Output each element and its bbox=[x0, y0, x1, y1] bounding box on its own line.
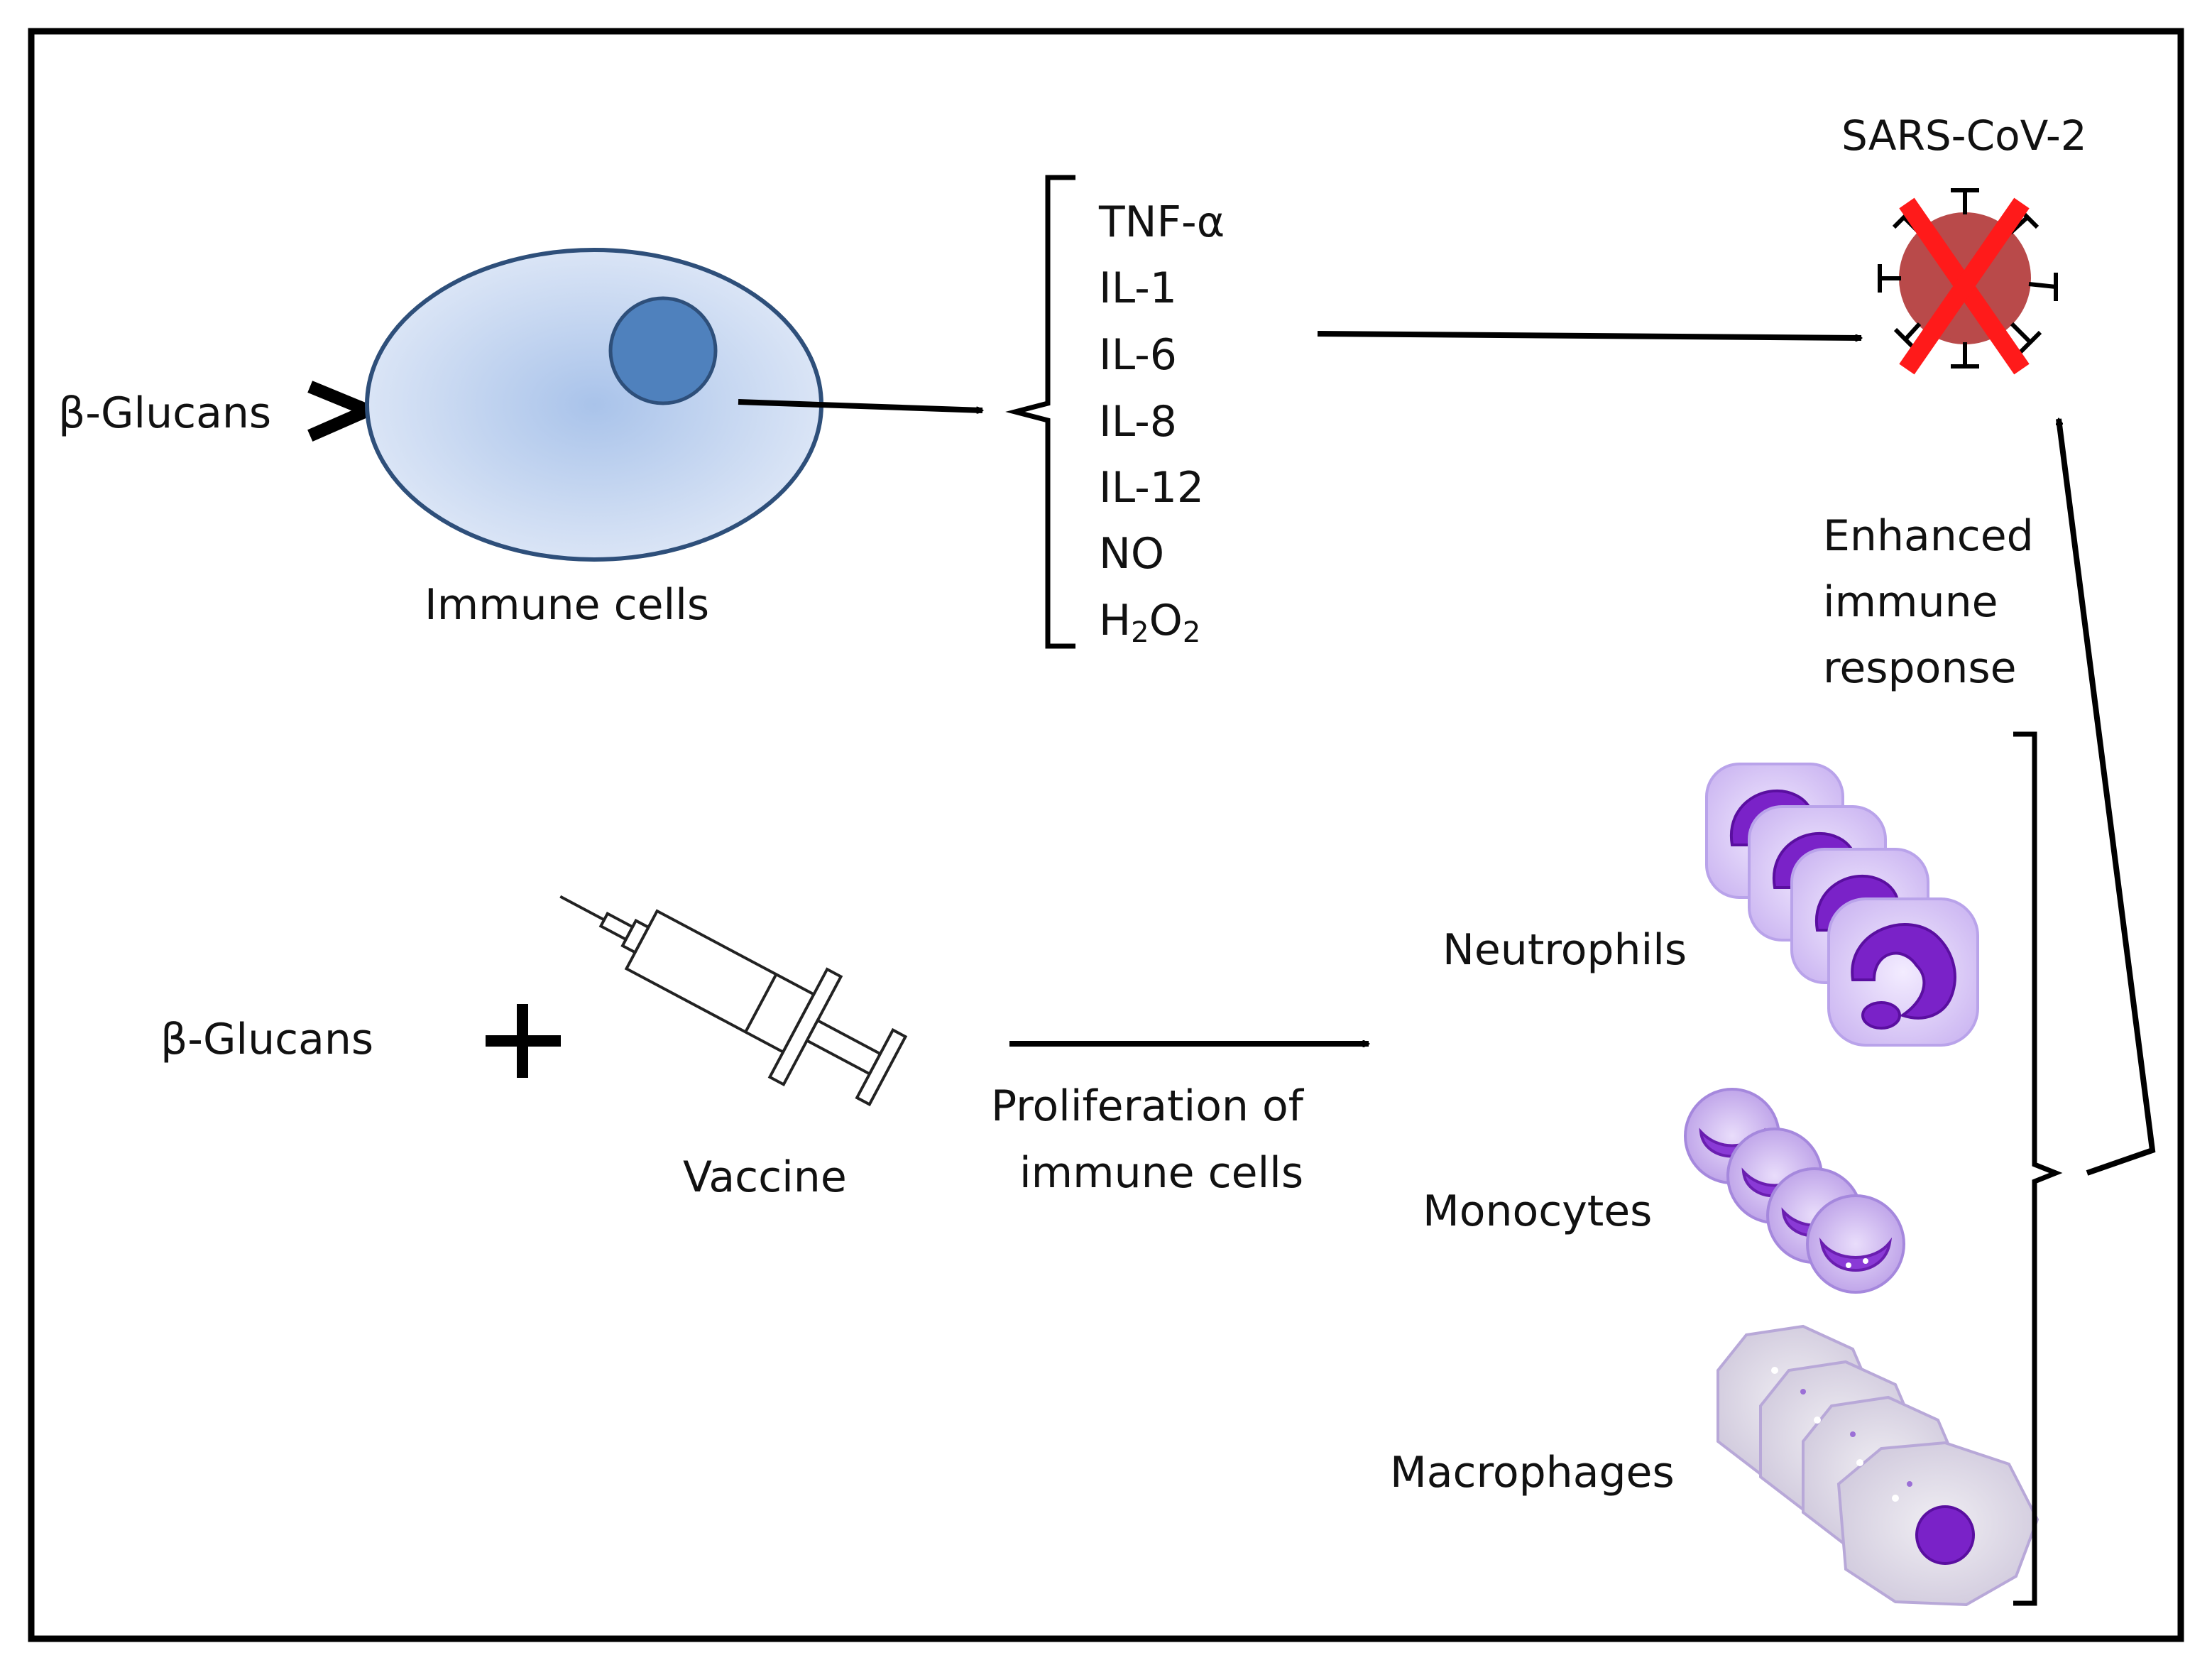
plus-icon bbox=[486, 1004, 561, 1078]
arrow-cytokines-to-virus bbox=[1317, 331, 1861, 338]
cytokine-il1: IL-1 bbox=[1099, 263, 1177, 313]
proliferation-label-line-2: immune cells bbox=[1019, 1148, 1304, 1198]
cytokine-no: NO bbox=[1099, 529, 1165, 579]
cytokine-h2o2: H2O2 bbox=[1099, 596, 1201, 649]
cross-icon bbox=[1899, 197, 2030, 375]
beta-glucans-label-bottom: β-Glucans bbox=[160, 1015, 374, 1064]
cytokine-il6: IL-6 bbox=[1099, 330, 1177, 380]
vaccine-label: Vaccine bbox=[683, 1152, 847, 1202]
immune-cells-label: Immune cells bbox=[425, 580, 710, 630]
arrow-cell-to-cytokines bbox=[738, 399, 982, 410]
cytokine-bracket bbox=[1005, 175, 1075, 649]
beta-glucans-label-top: β-Glucans bbox=[58, 388, 272, 438]
response-label-line-1: Enhanced bbox=[1823, 511, 2034, 561]
cytokine-il8: IL-8 bbox=[1099, 397, 1177, 447]
arrow-response-to-virus bbox=[2059, 419, 2156, 1176]
cells-bracket bbox=[2013, 731, 2063, 1606]
monocyte-icon bbox=[1684, 1088, 1905, 1294]
macrophages-label: Macrophages bbox=[1390, 1448, 1675, 1497]
neutrophils-label: Neutrophils bbox=[1442, 925, 1687, 975]
neutrophil-icon bbox=[1705, 763, 1979, 1047]
proliferation-label-line-1: Proliferation of bbox=[991, 1081, 1303, 1131]
cell-nucleus bbox=[608, 296, 718, 405]
macrophage-icon bbox=[1717, 1324, 2039, 1607]
response-label-line-3: response bbox=[1823, 643, 2017, 693]
syringe-icon bbox=[559, 895, 908, 1107]
cytokine-il12: IL-12 bbox=[1099, 463, 1205, 513]
virus-label: SARS-CoV-2 bbox=[1841, 111, 2087, 160]
monocytes-label: Monocytes bbox=[1423, 1186, 1653, 1236]
response-label-line-2: immune bbox=[1823, 577, 1998, 627]
figure-frame bbox=[28, 28, 2184, 1642]
cytokine-tnf: TNF-α bbox=[1099, 197, 1225, 247]
